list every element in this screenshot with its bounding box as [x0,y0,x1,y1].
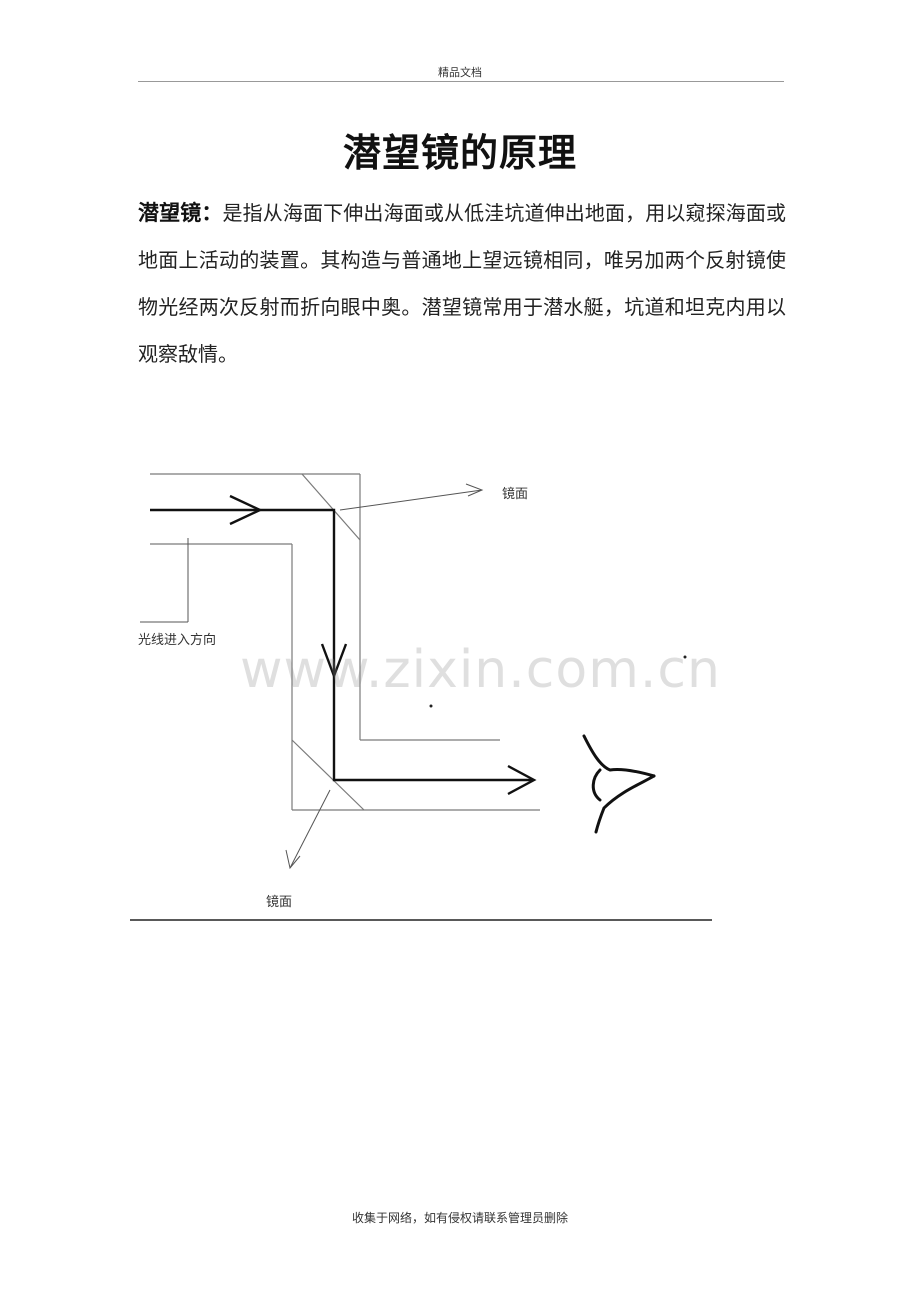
bottom-mirror-pointer-tip [285,849,301,870]
arrow-head-down [320,643,348,680]
bottom-mirror-pointer [289,789,331,869]
eye-icon [582,734,656,834]
page-header: 精品文档 [438,66,482,79]
periscope-diagram: 镜面 镜面 光线进入方向 [130,473,712,921]
top-mirror [301,473,361,541]
bottom-mirror [291,739,365,811]
light-path [150,508,532,782]
page-title: 潜望镜的原理 [342,131,577,175]
watermark: www.zixin.com.cn [240,640,721,700]
light-direction-label: 光线进入方向 [138,632,216,648]
arrow-head-right-bottom [507,764,537,796]
definition-paragraph: 潜望镜：是指从海面下伸出海面或从低洼坑道伸出地面，用以窥探海面或地面上活动的装置… [138,190,786,378]
top-mirror-label: 镜面 [502,487,528,502]
top-mirror-pointer [339,489,483,511]
definition-text: 是指从海面下伸出海面或从低洼坑道伸出地面，用以窥探海面或地面上活动的装置。其构造… [138,201,787,366]
header-divider [138,81,784,82]
arrow-head-right-top [229,494,263,526]
definition-term: 潜望镜： [138,201,223,225]
stray-dot [429,704,433,708]
top-mirror-pointer-tip [465,483,484,497]
page-footer: 收集于网络，如有侵权请联系管理员删除 [351,1211,568,1225]
bottom-mirror-label: 镜面 [266,895,292,910]
stray-dot [683,655,687,659]
